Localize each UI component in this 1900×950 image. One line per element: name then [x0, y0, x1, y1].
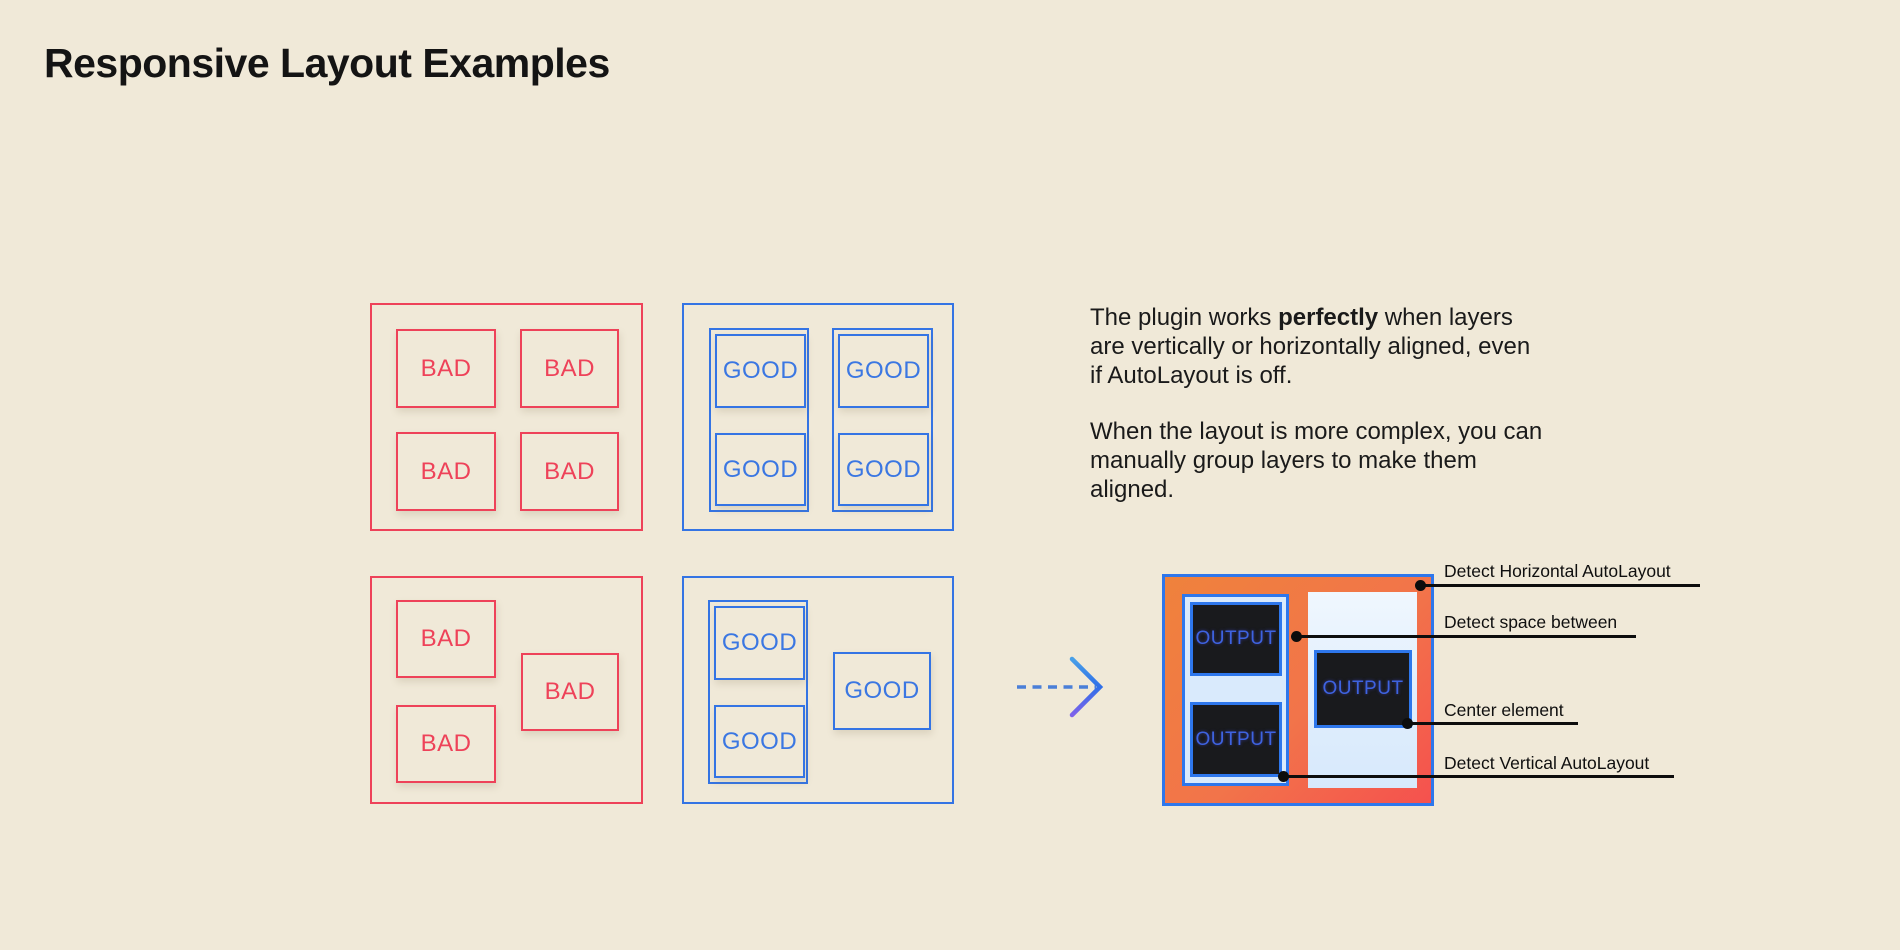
bad-box: BAD — [396, 600, 496, 678]
bad-box: BAD — [520, 432, 619, 511]
annotation-label: Detect space between — [1444, 612, 1618, 632]
annotation-line — [1283, 775, 1674, 778]
good-complex-frame: GOOD GOOD GOOD — [682, 576, 954, 804]
bad-box: BAD — [396, 329, 496, 408]
good-box: GOOD — [714, 606, 805, 680]
good-box-single: GOOD — [833, 652, 931, 730]
bad-aligned-frame: BAD BAD BAD BAD — [370, 303, 643, 531]
group-outline: GOOD GOOD — [708, 600, 808, 784]
good-box: GOOD — [838, 433, 929, 506]
bad-box: BAD — [396, 432, 496, 511]
annotation-label: Detect Vertical AutoLayout — [1444, 753, 1650, 773]
group-outline: GOOD GOOD — [709, 328, 809, 512]
good-box: GOOD — [715, 334, 806, 408]
annotation-label: Center element — [1444, 700, 1564, 720]
description-paragraph-1: The plugin works perfectly when layers a… — [1090, 304, 1531, 389]
arrow-right-icon — [1017, 656, 1104, 718]
good-box: GOOD — [714, 705, 805, 778]
vertical-autolayout-panel: OUTPUT OUTPUT — [1182, 594, 1289, 786]
annotation-label: Detect Horizontal AutoLayout — [1444, 561, 1671, 581]
bad-box: BAD — [521, 653, 619, 731]
annotation-line — [1420, 584, 1700, 587]
description-block: The plugin works perfectly when layers a… — [1090, 303, 1548, 504]
annotation-line — [1296, 635, 1636, 638]
output-box: OUTPUT — [1314, 650, 1412, 728]
bold-highlight: perfectly — [1278, 304, 1379, 331]
bad-complex-frame: BAD BAD BAD — [370, 576, 643, 804]
good-box: GOOD — [715, 433, 806, 506]
page-title: Responsive Layout Examples — [44, 40, 610, 86]
output-box: OUTPUT — [1190, 602, 1282, 676]
group-outline: GOOD GOOD — [832, 328, 933, 512]
good-aligned-frame: GOOD GOOD GOOD GOOD — [682, 303, 954, 531]
center-element-panel: OUTPUT — [1308, 592, 1417, 788]
annotation-line — [1407, 722, 1578, 725]
output-preview: OUTPUT OUTPUT OUTPUT — [1162, 574, 1434, 806]
output-box: OUTPUT — [1190, 702, 1282, 777]
description-paragraph-2: When the layout is more complex, you can… — [1090, 418, 1543, 503]
bad-box: BAD — [396, 705, 496, 783]
bad-box: BAD — [520, 329, 619, 408]
good-box: GOOD — [838, 334, 929, 408]
